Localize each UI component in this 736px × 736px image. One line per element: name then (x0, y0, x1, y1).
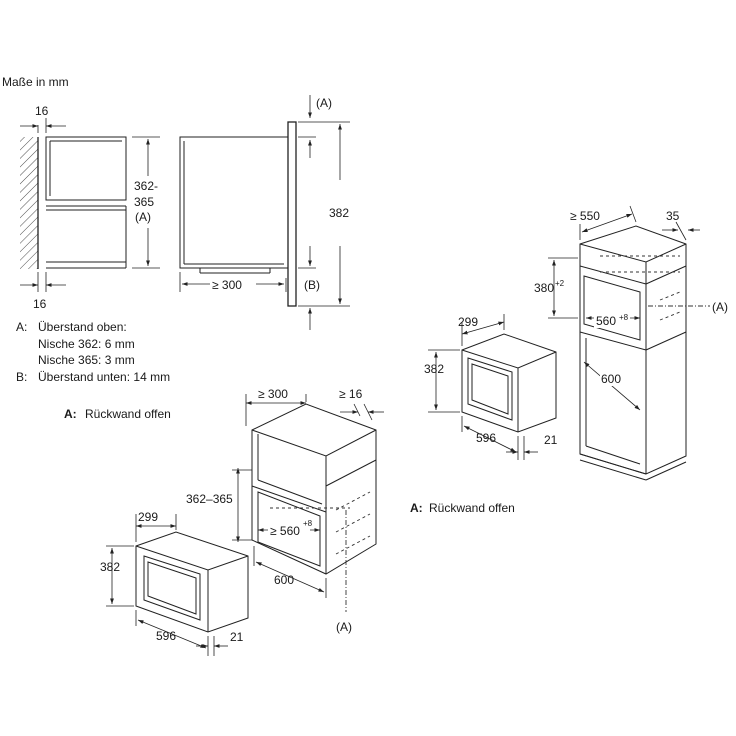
right-note-label: A: (410, 501, 423, 515)
right-dim-niche-height: 380 (534, 281, 554, 295)
left-ref-a: (A) (336, 620, 352, 634)
legend-a-text: Überstand oben: (38, 320, 127, 334)
right-dim-side: 35 (666, 209, 680, 223)
appliance-side-outline (179, 136, 289, 269)
left-app-dim-depth: 299 (138, 510, 158, 524)
right-note-text: Rückwand offen (429, 501, 515, 515)
right-install: (A) ≥ 550 35 380 +2 560 +8 600 (410, 205, 728, 515)
dim-niche-ref: (A) (135, 210, 151, 224)
ref-b-bottom: (B) (304, 278, 320, 292)
left-dim-side: ≥ 16 (339, 387, 363, 401)
left-install: A: Rückwand offen (A) ≥ 300 ≥ 16 (64, 387, 384, 656)
dim-bottom-gap: 16 (33, 297, 47, 311)
left-dim-opening-sup: +8 (303, 519, 313, 528)
right-app-dim-front: 21 (544, 433, 558, 447)
legend: A: Überstand oben: Nische 362: 6 mm Nisc… (16, 320, 170, 384)
left-dim-opening: ≥ 560 (270, 524, 300, 538)
legend-a-line3: Nische 365: 3 mm (38, 353, 135, 367)
right-cabinet-outline (579, 225, 687, 475)
left-dim-niche-height: 362–365 (186, 492, 233, 506)
side-view: 16 16 362- 365 (A) ≥ 300 (20, 95, 350, 330)
right-app-dim-height: 382 (424, 362, 444, 376)
left-app-dim-width: 596 (156, 629, 176, 643)
right-dim-niche-height-sup: +2 (555, 279, 565, 288)
upper-shelf-outline (45, 136, 127, 201)
left-appliance-outline (135, 531, 249, 633)
dim-niche-line2: 365 (134, 195, 154, 209)
dim-top-gap: 16 (35, 104, 49, 118)
right-niche-opening (583, 275, 641, 341)
legend-b-text: Überstand unten: 14 mm (38, 370, 170, 384)
ref-a-top: (A) (316, 96, 332, 110)
legend-a-label: A: (16, 320, 27, 334)
right-dim-cabinet-depth: 600 (601, 372, 621, 386)
right-dim-opening: 560 (596, 314, 616, 328)
left-opening-label-bg (268, 522, 310, 538)
dim-front-height: 382 (329, 206, 349, 220)
right-ref-a: (A) (712, 300, 728, 314)
left-app-dim-height: 382 (100, 560, 120, 574)
right-app-dim-width: 596 (476, 431, 496, 445)
cabinet-outline (251, 403, 377, 575)
legend-b-label: B: (16, 370, 27, 384)
dim-side-depth: ≥ 300 (212, 278, 242, 292)
left-note-label: A: (64, 407, 77, 421)
front-panel (287, 121, 297, 307)
left-dim-depth: ≥ 300 (258, 387, 288, 401)
dim-niche-line1: 362- (134, 179, 158, 193)
right-depth-label-bg (600, 370, 624, 386)
left-dim-cabinet-depth: 600 (274, 573, 294, 587)
right-appliance-outline (461, 333, 557, 433)
right-opening-label-bg (594, 312, 630, 328)
legend-a-line2: Nische 362: 6 mm (38, 337, 135, 351)
left-appliance-window (143, 555, 201, 621)
left-note-text: Rückwand offen (85, 407, 171, 421)
units-note: Maße in mm (2, 75, 69, 89)
right-dim-depth: ≥ 550 (570, 209, 600, 223)
left-app-dim-front: 21 (230, 630, 244, 644)
wall-hatch (20, 137, 38, 269)
right-app-dim-depth: 299 (458, 315, 478, 329)
right-dim-opening-sup: +8 (619, 313, 629, 322)
right-appliance-window (467, 357, 513, 421)
